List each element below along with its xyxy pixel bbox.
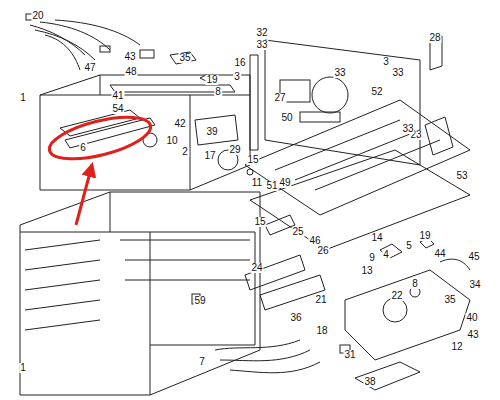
callout-number: 53 (455, 171, 468, 181)
callout-number: 2 (181, 147, 189, 157)
callout-number: 25 (291, 227, 304, 237)
callout-number: 1 (19, 363, 27, 373)
callout-number: 33 (333, 68, 346, 78)
callout-number: 20 (31, 11, 44, 21)
callout-number: 9 (368, 253, 376, 263)
connector (100, 46, 110, 52)
callout-number: 47 (83, 63, 96, 73)
callout-number: 35 (443, 295, 456, 305)
callout-number: 6 (79, 143, 87, 153)
callout-number: 40 (465, 313, 478, 323)
callout-number: 31 (343, 350, 356, 360)
floor-plate (250, 150, 470, 250)
callout-number: 33 (391, 68, 404, 78)
callout-number: 38 (363, 377, 376, 387)
compressor (383, 298, 407, 322)
callout-number: 21 (314, 295, 327, 305)
callout-number: 52 (370, 87, 383, 97)
callout-number: 33 (255, 40, 268, 50)
callout-number: 16 (233, 58, 246, 68)
bin (425, 117, 453, 155)
callout-number: 59 (193, 296, 206, 306)
screw (247, 169, 253, 175)
base-pan (345, 270, 470, 360)
callout-number: 50 (280, 113, 293, 123)
callout-number: 28 (428, 33, 441, 43)
wire-harness (215, 340, 320, 373)
callout-number: 12 (450, 342, 463, 352)
callout-number: 5 (405, 241, 413, 251)
callout-number: 46 (308, 236, 321, 246)
duct (195, 115, 238, 145)
callout-number: 24 (250, 263, 263, 273)
callout-number: 26 (316, 246, 329, 256)
back-panel (265, 40, 420, 165)
callout-number: 43 (123, 52, 136, 62)
fan-opening (312, 77, 348, 113)
tube (440, 259, 470, 270)
callout-number: 34 (468, 280, 481, 290)
callout-number: 33 (401, 124, 414, 134)
callout-number: 13 (360, 266, 373, 276)
callout-number: 32 (255, 28, 268, 38)
callout-number: 10 (165, 136, 178, 146)
insulation (245, 255, 325, 310)
tray (245, 100, 470, 215)
callout-number: 14 (370, 233, 383, 243)
callout-number: 49 (278, 178, 291, 188)
callout-number: 15 (246, 155, 259, 165)
shelf-ridges (25, 240, 250, 330)
callout-number: 41 (111, 91, 124, 101)
callout-number: 44 (433, 249, 446, 259)
highlight-circle (45, 109, 154, 167)
connector (140, 50, 154, 58)
upper-housing (40, 75, 250, 190)
callout-number: 36 (289, 313, 302, 323)
housing-edges (40, 75, 250, 190)
callout-number: 54 (111, 104, 124, 114)
callout-number: 45 (467, 252, 480, 262)
callout-number: 51 (265, 181, 278, 191)
callout-number: 39 (205, 127, 218, 137)
callout-number: 19 (418, 231, 431, 241)
callout-number: 29 (228, 145, 241, 155)
tray-ribs (275, 120, 440, 190)
plate (300, 112, 340, 122)
callout-number: 11 (251, 178, 263, 188)
callout-number: 35 (178, 53, 191, 63)
callout-number: 8 (214, 87, 222, 97)
liner (20, 192, 260, 395)
bracket (170, 52, 196, 64)
part-outlines (20, 14, 470, 395)
callout-number: 3 (382, 57, 390, 67)
callout-number: 1 (19, 93, 27, 103)
seal (250, 55, 258, 150)
callout-number: 18 (315, 326, 328, 336)
callout-number: 15 (253, 217, 266, 227)
callout-number: 17 (203, 151, 216, 161)
callout-number: 19 (205, 75, 218, 85)
callout-number: 7 (198, 357, 206, 367)
callout-number: 42 (173, 119, 186, 129)
liner-edges (20, 192, 255, 395)
callout-number: 27 (273, 93, 286, 103)
callout-number: 43 (466, 330, 479, 340)
callout-number: 4 (382, 250, 390, 260)
callout-number: 3 (233, 72, 241, 82)
callout-number: 8 (411, 279, 419, 289)
highlight-arrow (76, 165, 92, 225)
callout-number: 22 (390, 291, 403, 301)
callout-number: 48 (124, 67, 137, 77)
cover (355, 362, 420, 390)
